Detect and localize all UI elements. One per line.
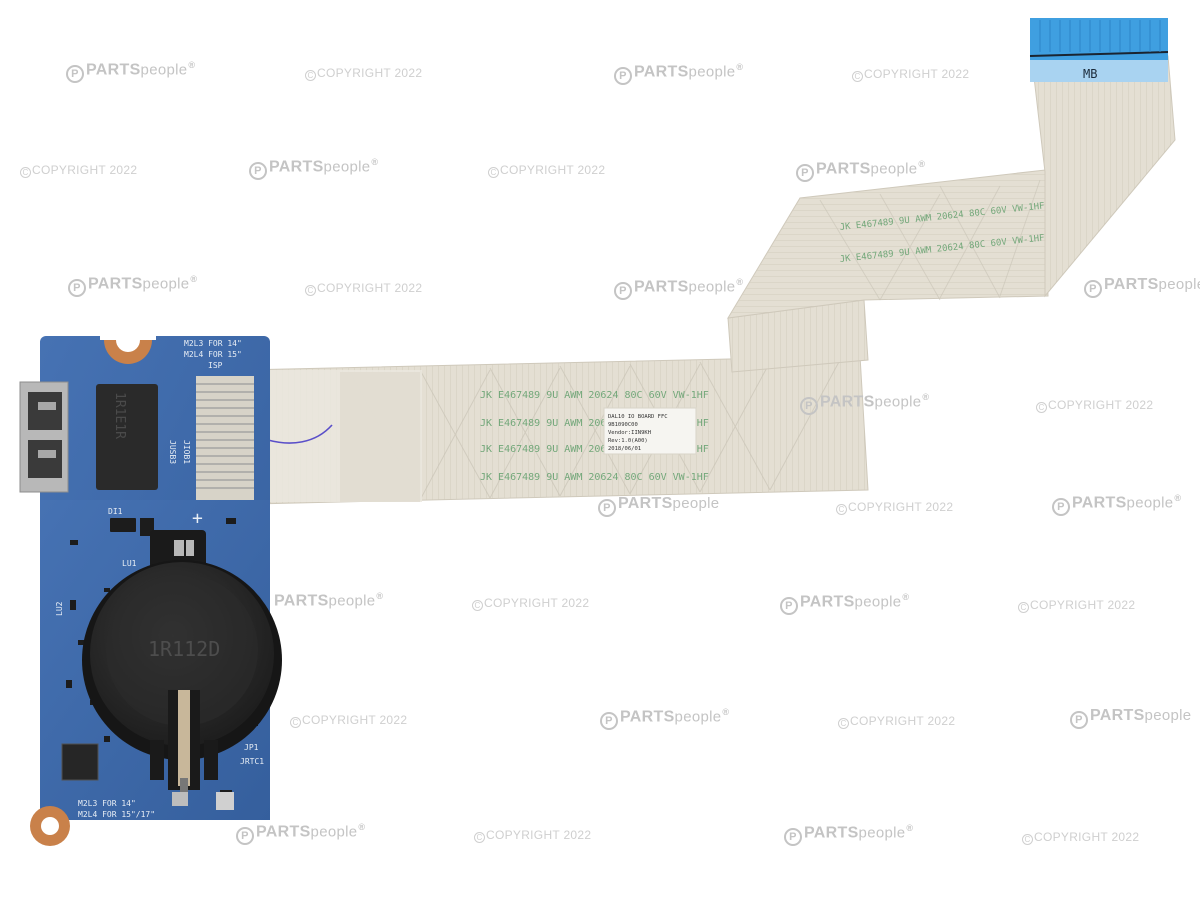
svg-text:1R1E1R: 1R1E1R <box>112 392 127 439</box>
svg-text:LU2: LU2 <box>55 601 64 616</box>
svg-text:9B1090C00: 9B1090C00 <box>608 422 638 428</box>
rtc-battery-holder: 1R112D <box>82 530 282 792</box>
svg-text:JIOB1: JIOB1 <box>182 440 191 464</box>
usb-controller-chip <box>96 384 158 490</box>
svg-text:2018/06/01: 2018/06/01 <box>608 446 641 452</box>
svg-text:Rev:1.0(A00): Rev:1.0(A00) <box>608 438 648 444</box>
svg-text:M2L4 FOR 15": M2L4 FOR 15" <box>184 350 242 359</box>
jp1-pad <box>172 792 188 806</box>
svg-text:+: + <box>192 508 203 529</box>
svg-text:JUSB3: JUSB3 <box>168 440 177 464</box>
ribbon-print-3: JK E467489 9U AWM 20624 80C 60V VW-1HF <box>480 444 709 455</box>
svg-text:DAL10 IO BOARD FFC: DAL10 IO BOARD FFC <box>608 414 668 420</box>
connector-label: MB <box>1083 67 1097 81</box>
svg-text:DI1: DI1 <box>108 507 123 516</box>
svg-text:M2L3 FOR 14": M2L3 FOR 14" <box>78 799 136 808</box>
cable-sticker: DAL10 IO BOARD FFC 9B1090C00 Vendor:IIN9… <box>603 407 697 455</box>
cable-upper-run <box>1031 55 1176 298</box>
usb-port <box>19 381 69 493</box>
svg-text:LU1: LU1 <box>122 559 137 568</box>
ribbon-print-1: JK E467489 9U AWM 20624 80C 60V VW-1HF <box>480 390 709 401</box>
flex-cable: MB JK E467489 9U AWM 20624 80C 60V VW-1H… <box>244 18 1176 505</box>
ribbon-print-2: JK E467489 9U AWM 20624 80C 60V VW-1HF <box>480 418 709 429</box>
svg-text:JRTC1: JRTC1 <box>240 757 264 766</box>
board-ffc-connector <box>196 376 254 500</box>
u1-ic <box>61 743 99 781</box>
svg-text:M2L4 FOR 15"/17": M2L4 FOR 15"/17" <box>78 810 155 819</box>
svg-text:JP1: JP1 <box>244 743 259 752</box>
svg-text:M2L3 FOR 14": M2L3 FOR 14" <box>184 339 242 348</box>
io-board: 1R1E1R M2L3 FOR 14" M2L4 FOR 15" ISP JUS… <box>19 300 282 846</box>
ribbon-print-4: JK E467489 9U AWM 20624 80C 60V VW-1HF <box>480 472 709 483</box>
battery-code: 1R112D <box>148 637 220 661</box>
svg-text:ISP: ISP <box>208 361 223 370</box>
pen-mark <box>267 424 333 444</box>
svg-text:Vendor:IIN9KH: Vendor:IIN9KH <box>608 430 651 436</box>
